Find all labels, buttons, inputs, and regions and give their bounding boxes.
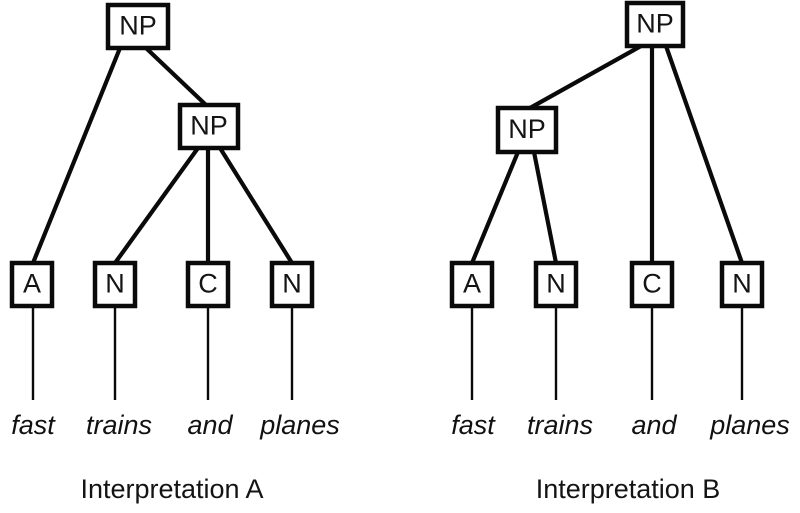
node-box-b-leaf-n1 bbox=[533, 260, 579, 309]
terminal-word-b-word-planes: planes bbox=[709, 410, 790, 440]
tree-branch-b-innernp-to-n1 bbox=[531, 151, 559, 264]
node-box-a-leaf-n2 bbox=[269, 260, 315, 309]
tree-branch-b-root-to-innernp bbox=[528, 44, 643, 110]
tree-branch-b-innernp-to-a bbox=[470, 151, 520, 264]
node-label-a-leaf-n2: N bbox=[282, 269, 302, 299]
node-label-a-leaf-n1: N bbox=[105, 269, 125, 299]
terminal-word-b-word-fast: fast bbox=[451, 410, 496, 440]
terminal-word-b-word-trains: trains bbox=[527, 410, 593, 440]
tree-branch-a-innernp-to-n2 bbox=[218, 146, 294, 265]
caption-interpretation-a: Interpretation A bbox=[80, 474, 263, 504]
node-box-a-leaf-a bbox=[9, 260, 55, 309]
terminal-word-a-word-planes: planes bbox=[259, 410, 340, 440]
node-label-a-leaf-a: A bbox=[23, 269, 41, 299]
node-box-b-leaf-a bbox=[449, 260, 495, 309]
node-box-a-leaf-c bbox=[185, 260, 231, 309]
caption-interpretation-b: Interpretation B bbox=[536, 474, 721, 504]
node-box-b-inner-np bbox=[495, 105, 559, 155]
terminal-word-a-word-trains: trains bbox=[86, 410, 152, 440]
node-box-b-leaf-n2 bbox=[719, 260, 765, 309]
node-box-a-inner-np bbox=[177, 102, 241, 151]
node-label-b-leaf-n1: N bbox=[546, 269, 566, 299]
node-label-b-leaf-n2: N bbox=[732, 269, 752, 299]
node-box-a-root-np bbox=[105, 2, 171, 51]
tree-branch-a-root-to-a bbox=[31, 47, 122, 264]
node-box-b-root-np bbox=[624, 0, 686, 49]
node-label-b-leaf-c: C bbox=[642, 269, 662, 299]
node-label-a-leaf-c: C bbox=[198, 269, 218, 299]
node-label-a-inner-np: NP bbox=[190, 111, 228, 141]
tree-branch-a-innernp-to-n1 bbox=[113, 146, 200, 265]
tree-branch-b-root-to-n2 bbox=[664, 45, 744, 264]
node-label-a-root-np: NP bbox=[119, 11, 157, 41]
terminal-word-a-word-and: and bbox=[187, 410, 233, 440]
tree-branch-a-root-to-innernp bbox=[144, 46, 208, 107]
terminal-word-b-word-and: and bbox=[631, 410, 677, 440]
node-box-a-leaf-n1 bbox=[92, 260, 138, 309]
node-label-b-root-np: NP bbox=[636, 9, 674, 39]
node-box-b-leaf-c bbox=[629, 260, 675, 309]
node-label-b-inner-np: NP bbox=[508, 114, 546, 144]
terminal-word-a-word-fast: fast bbox=[11, 410, 56, 440]
node-label-b-leaf-a: A bbox=[463, 269, 481, 299]
